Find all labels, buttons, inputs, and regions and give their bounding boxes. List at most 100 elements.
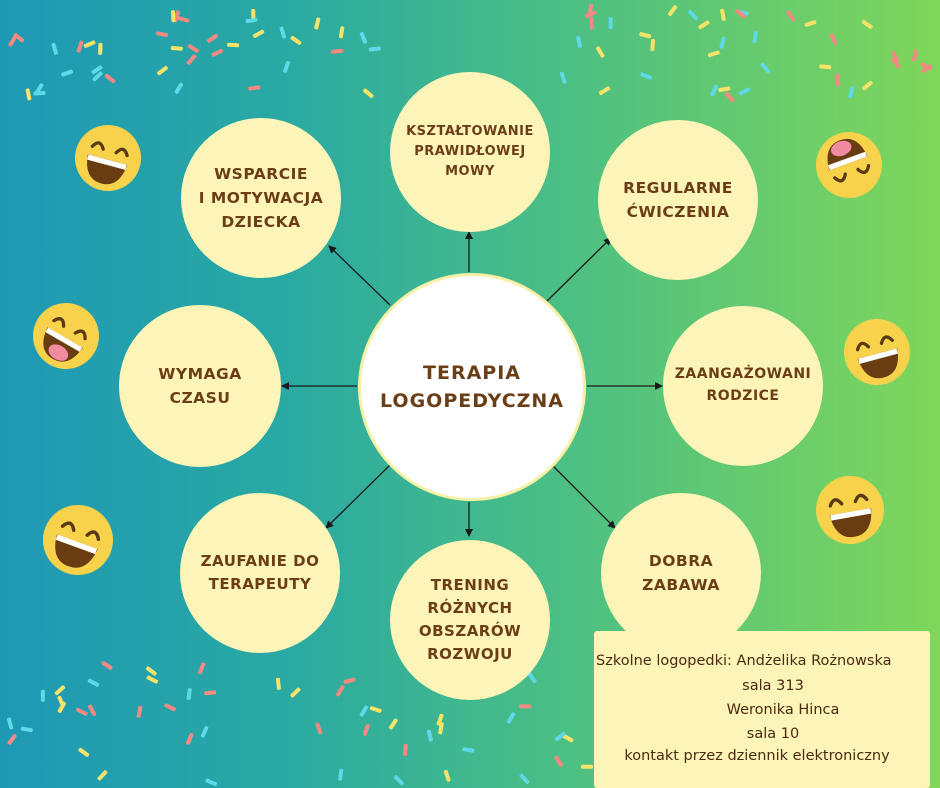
confetti-piece [362,723,370,736]
connector-arrow [545,237,612,303]
confetti-piece [862,80,873,91]
confetti-piece [554,731,566,742]
confetti-piece [83,40,96,48]
confetti-piece [61,69,74,77]
confetti-piece [402,743,408,756]
confetti-piece [204,690,217,696]
confetti-piece [170,10,176,23]
confetti-piece [343,677,356,684]
confetti-piece [282,61,291,73]
confetti-piece [438,722,444,735]
confetti-piece [157,65,168,76]
confetti-piece [170,46,183,51]
confetti-piece [760,62,771,74]
confetti-piece [338,26,345,39]
confetti-piece [443,769,451,782]
confetti-piece [315,722,323,735]
confetti-piece [275,677,281,690]
confetti-piece [185,733,194,745]
confetti-piece [206,33,218,43]
node-wsparcie-motywacja: WSPARCIE I MOTYWACJA DZIECKA [181,118,341,278]
node-label: ZAANGAŻOWANI RODZICE [674,366,812,404]
confetti-piece [587,3,594,16]
confetti-piece [519,773,530,784]
laughing-emoji-icon [816,476,884,544]
confetti-piece [101,661,113,670]
node-ksztaltowanie-mowy: KSZTAŁTOWANIE PRAWIDŁOWEJ MOWY [390,72,550,232]
connector-arrow [551,464,616,529]
confetti-piece [91,65,103,75]
confetti-piece [650,38,656,52]
confetti-piece [388,718,398,730]
confetti-piece [13,33,25,43]
confetti-piece [738,87,751,96]
confetti-piece [98,42,103,55]
confetti-piece [331,48,344,54]
node-label: REGULARNE ĆWICZENIA [623,178,733,221]
confetti-piece [76,40,84,53]
confetti-piece [921,64,932,74]
confetti-piece [363,88,374,99]
confetti-piece [506,712,516,724]
confetti-piece [290,35,302,45]
confetti-piece [368,46,381,52]
confetti-piece [20,726,33,733]
info-teachers-line: Szkolne logopedki: Andżelika Rożnowska [596,653,892,669]
node-label: WYMAGA CZASU [158,364,242,407]
emoji-decorations [33,125,910,575]
confetti-piece [198,662,206,675]
confetti-piece [667,5,678,17]
tongue-emoji-icon [33,303,99,369]
confetti-piece [554,755,564,767]
laughing-emoji-icon [43,505,113,575]
confetti-piece [861,19,873,29]
confetti-piece [584,10,597,19]
confetti-piece [164,703,176,712]
center-label: TERAPIA LOGOPEDYCZNA [379,361,565,413]
confetti-piece [562,733,574,743]
laughing-emoji-icon [844,319,910,385]
confetti-piece [369,706,382,713]
confetti-piece [205,778,218,787]
node-label: ZAUFANIE DO TERAPEUTY [200,551,320,593]
confetti-piece [76,707,88,716]
confetti-piece [187,44,199,53]
confetti-piece [227,42,240,48]
confetti-piece [786,10,796,22]
confetti-piece [136,705,143,718]
confetti-piece [698,20,710,30]
confetti-piece [33,90,46,96]
confetti-piece [186,54,197,65]
confetti-piece [596,46,605,58]
confetti-piece [559,71,567,84]
confetti-piece [718,86,731,92]
node-dobra-zabawa: DOBRA ZABAWA [601,493,761,653]
confetti-piece [359,32,368,44]
node-label: DOBRA ZABAWA [642,551,720,594]
confetti-piece [88,704,97,717]
confetti-piece [912,49,918,62]
confetti-piece [279,26,287,39]
confetti-piece [6,717,14,730]
confetti-piece [719,36,726,49]
confetti-piece [576,35,583,48]
confetti-piece [290,687,301,698]
connector-arrows [281,231,663,537]
center-node: TERAPIA LOGOPEDYCZNA [358,273,586,501]
confetti-piece [724,91,735,103]
info-second-teacher: Weronika Hinca [726,702,840,718]
confetti-piece [314,17,321,30]
confetti-piece [581,764,593,769]
node-label: TRENING RÓŻNYCH OBSZARÓW ROZWOJU [418,575,522,664]
confetti-piece [426,729,433,742]
confetti-piece [8,35,17,47]
confetti-piece [752,30,758,44]
connector-arrow [328,245,391,306]
confetti-piece [177,16,190,23]
node-trening-obszarow: TRENING RÓŻNYCH OBSZARÓW ROZWOJU [390,540,550,700]
confetti-piece [92,71,103,82]
confetti-piece [104,73,116,84]
node-regularne-cwiczenia: REGULARNE ĆWICZENIA [598,120,758,280]
confetti-decoration [6,3,932,787]
node-label: KSZTAŁTOWANIE PRAWIDŁOWEJ MOWY [406,123,534,180]
